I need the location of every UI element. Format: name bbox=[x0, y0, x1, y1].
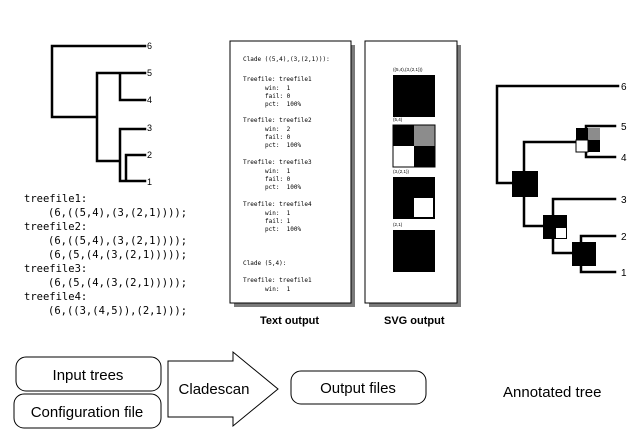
text-output-line: fail: 1 bbox=[265, 218, 291, 225]
text-output-block-title: Treefile: treefile1 bbox=[243, 277, 312, 284]
text-output-line: pct: 100% bbox=[265, 184, 302, 191]
input-trees-box bbox=[15, 356, 162, 392]
input-leaf-label: 1 bbox=[147, 177, 152, 187]
input-leaf-label: 3 bbox=[147, 123, 152, 133]
win-square bbox=[393, 230, 435, 272]
annotated-leaf-label: 6 bbox=[621, 82, 627, 93]
input-trees-label: Input trees bbox=[53, 367, 124, 384]
svg-output-squares bbox=[392, 75, 436, 272]
text-output-caption: Text output bbox=[260, 315, 319, 327]
quadrant-treefile1 bbox=[393, 125, 414, 146]
svg-output-clade-label: (3,(2,1)) bbox=[393, 169, 410, 174]
win-square bbox=[393, 177, 435, 219]
text-output-line: win: 2 bbox=[265, 126, 291, 133]
text-output-line: fail: 0 bbox=[265, 176, 291, 183]
text-output-line: win: 1 bbox=[265, 85, 291, 92]
flow-diagram: Input trees Configuration file Cladescan… bbox=[13, 350, 427, 429]
quadrant-treefile3 bbox=[393, 146, 414, 167]
input-leaf-label: 4 bbox=[147, 95, 152, 105]
treefile-name: treefile2: bbox=[24, 221, 87, 233]
text-output-block-title: Treefile: treefile1 bbox=[243, 76, 312, 83]
input-leaf-label: 6 bbox=[147, 41, 152, 51]
quadrant-treefile4 bbox=[414, 146, 435, 167]
svg-output-clade-label: (5,4) bbox=[393, 117, 403, 122]
treefile-newick: (6,((5,4),(3,(2,1)))); bbox=[48, 235, 187, 247]
input-leaf-label: 5 bbox=[147, 68, 152, 78]
win-square bbox=[392, 124, 436, 168]
output-files-label: Output files bbox=[320, 380, 396, 397]
win-square bbox=[393, 75, 435, 117]
text-output-line: win: 1 bbox=[265, 210, 291, 217]
treefile-newick: (6,((3,(4,5)),(2,1))); bbox=[48, 305, 187, 317]
input-tree-leaf-labels: 6 5 4 3 2 1 bbox=[147, 41, 152, 187]
treefile-newick: (6,(5,(4,(3,(2,1))))); bbox=[48, 249, 187, 261]
treefile-name: treefile3: bbox=[24, 263, 87, 275]
text-output-line: pct: 100% bbox=[265, 226, 302, 233]
config-file-box bbox=[13, 393, 162, 429]
node-square bbox=[572, 242, 596, 266]
annotated-leaf-label: 2 bbox=[621, 232, 627, 243]
input-tree bbox=[50, 44, 147, 183]
text-output-line: win: 1 bbox=[265, 168, 291, 175]
node-square bbox=[575, 128, 600, 153]
annotated-leaf-label: 1 bbox=[621, 268, 627, 279]
text-output-block-title: Treefile: treefile3 bbox=[243, 159, 312, 166]
svg-output-labels: ((5,4),(3,(2,1))) (5,4) (3,(2,1)) (2,1) bbox=[393, 67, 423, 227]
svg-output-clade-label: (2,1) bbox=[393, 222, 403, 227]
svg-output-caption: SVG output bbox=[384, 315, 445, 327]
text-output-content: Clade ((5,4),(3,(2,1))): Treefile: treef… bbox=[243, 56, 330, 293]
quadrant-treefile4 bbox=[414, 198, 433, 217]
treefile-newick: (6,(5,(4,(3,(2,1))))); bbox=[48, 277, 187, 289]
output-files-box bbox=[290, 370, 427, 405]
cladescan-label: Cladescan bbox=[179, 381, 250, 398]
annotated-tree bbox=[495, 84, 620, 274]
text-output-line: fail: 0 bbox=[265, 134, 291, 141]
annotated-leaf-label: 5 bbox=[621, 122, 627, 133]
config-file-label: Configuration file bbox=[31, 404, 144, 421]
treefile-newick: (6,((5,4),(3,(2,1)))); bbox=[48, 207, 187, 219]
text-output-line: pct: 100% bbox=[265, 142, 302, 149]
node-square bbox=[543, 215, 567, 239]
treefile-name: treefile4: bbox=[24, 291, 87, 303]
text-output-line: fail: 0 bbox=[265, 93, 291, 100]
treefile-listing: treefile1: (6,((5,4),(3,(2,1)))); treefi… bbox=[24, 193, 187, 317]
text-output-panel bbox=[229, 40, 352, 304]
text-output-clade-header: Clade (5,4): bbox=[243, 260, 286, 267]
text-output-block-title: Treefile: treefile4 bbox=[243, 201, 312, 208]
annotated-leaf-label: 3 bbox=[621, 195, 627, 206]
treefile-name: treefile1: bbox=[24, 193, 87, 205]
text-output-clade-header: Clade ((5,4),(3,(2,1))): bbox=[243, 56, 330, 63]
cladescan-arrow bbox=[167, 350, 279, 428]
svg-output-clade-label: ((5,4),(3,(2,1))) bbox=[393, 67, 423, 72]
annotated-tree-squares bbox=[512, 128, 600, 266]
annotated-leaf-label: 4 bbox=[621, 153, 627, 164]
input-leaf-label: 2 bbox=[147, 150, 152, 160]
node-square bbox=[512, 171, 538, 197]
quadrant-treefile2 bbox=[414, 125, 435, 146]
annotated-tree-leaf-labels: 6 5 4 3 2 1 bbox=[621, 82, 627, 279]
text-output-line: pct: 100% bbox=[265, 101, 302, 108]
annotated-tree-caption: Annotated tree bbox=[503, 384, 601, 401]
text-output-block-title: Treefile: treefile2 bbox=[243, 117, 312, 124]
text-output-line: win: 1 bbox=[265, 286, 291, 293]
